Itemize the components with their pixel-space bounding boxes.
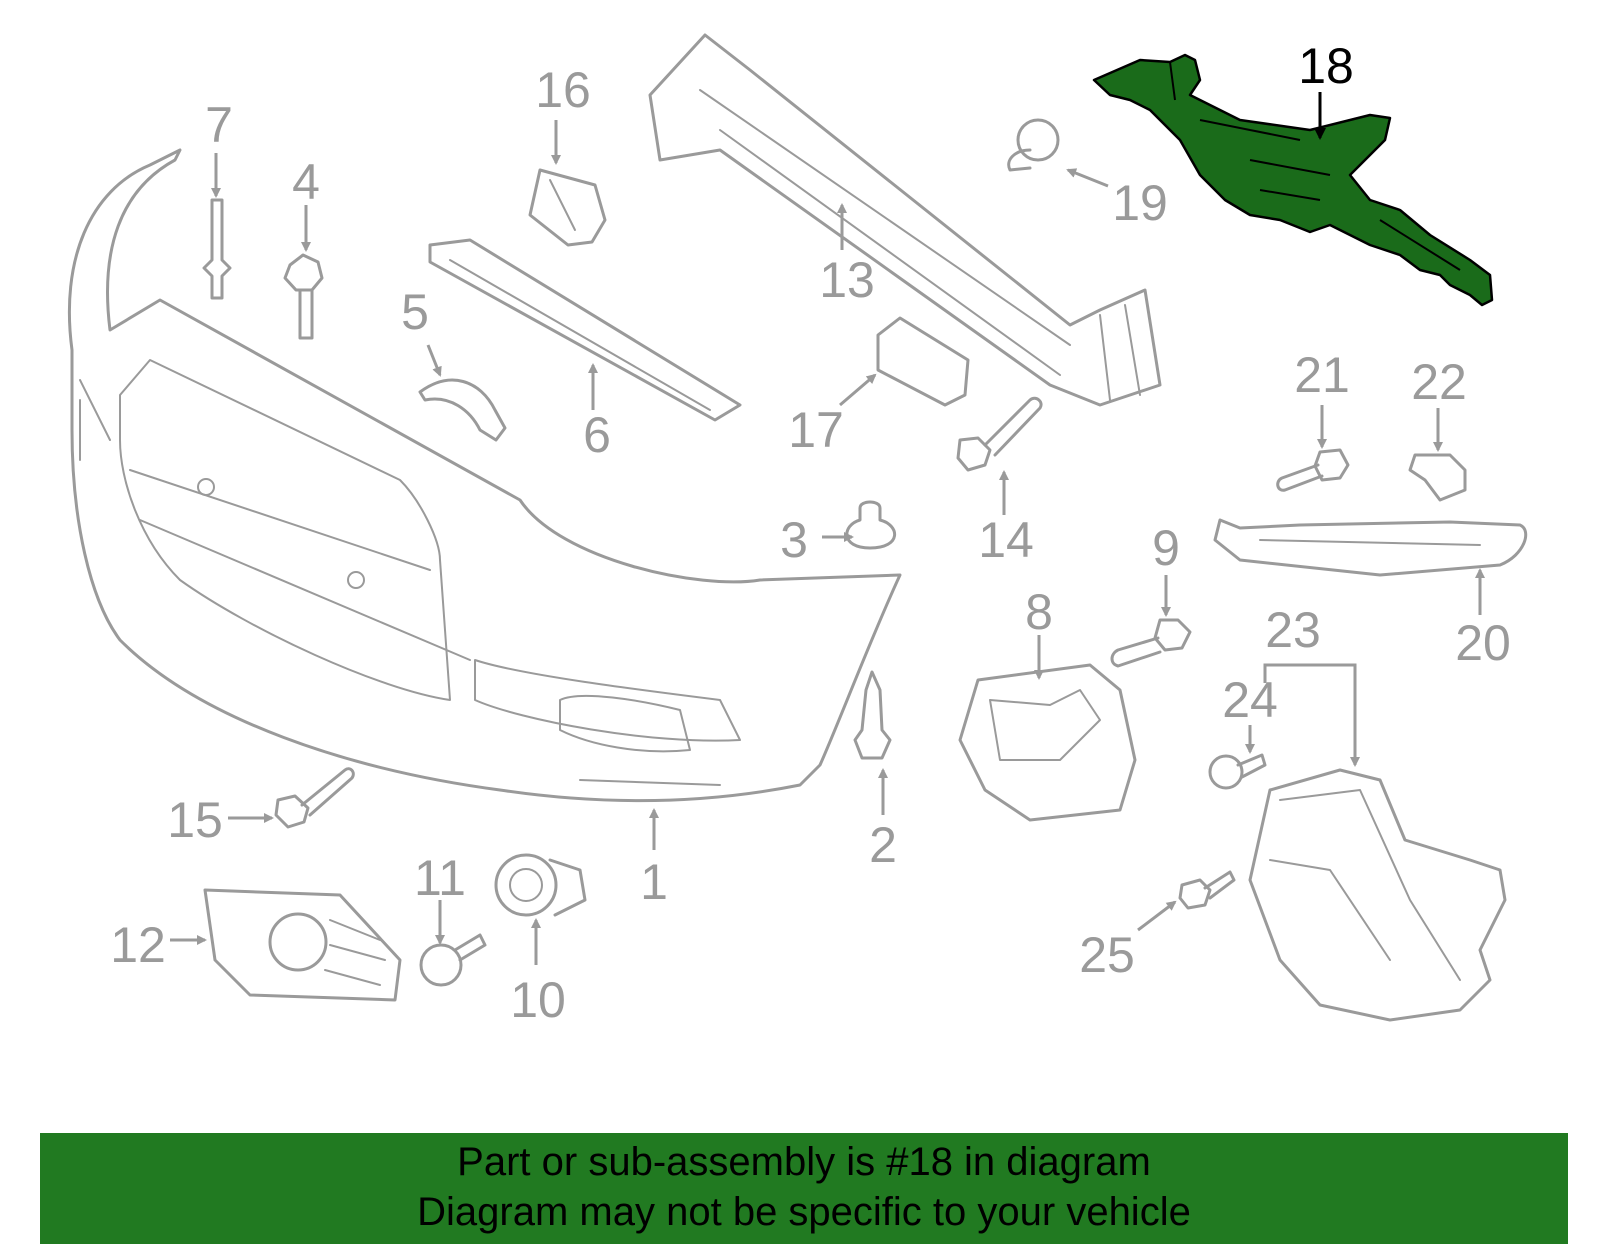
callout-9: 9 bbox=[1152, 520, 1180, 576]
callout-14: 14 bbox=[978, 512, 1034, 568]
callout-1: 1 bbox=[640, 854, 668, 910]
callout-10: 10 bbox=[510, 972, 566, 1028]
bezel-part-12 bbox=[203, 888, 402, 1002]
lamp-part-23 bbox=[1248, 768, 1507, 1022]
arrow-19 bbox=[1066, 168, 1109, 188]
bolt-part-9 bbox=[1110, 618, 1192, 668]
callout-17: 17 bbox=[788, 402, 844, 458]
banner-line-disclaimer: Diagram may not be specific to your vehi… bbox=[417, 1190, 1191, 1234]
clip-part-22 bbox=[1408, 453, 1467, 502]
callout-8: 8 bbox=[1025, 584, 1053, 640]
callout-3: 3 bbox=[780, 512, 808, 568]
leader-arrows bbox=[170, 92, 1485, 965]
callout-6: 6 bbox=[583, 407, 611, 463]
callout-11: 11 bbox=[414, 850, 466, 906]
callout-7: 7 bbox=[205, 97, 233, 153]
bolt-part-15 bbox=[274, 767, 355, 829]
bumper-cover-part bbox=[67, 148, 902, 803]
callout-24: 24 bbox=[1222, 672, 1278, 728]
cap-part-16 bbox=[528, 168, 607, 247]
callout-2: 2 bbox=[869, 817, 897, 873]
screw-part-11 bbox=[419, 933, 487, 987]
callout-21: 21 bbox=[1294, 347, 1350, 403]
info-banner: Part or sub-assembly is #18 in diagram D… bbox=[40, 1133, 1568, 1244]
arrow-17 bbox=[839, 373, 877, 407]
callout-16: 16 bbox=[535, 62, 591, 118]
rail-part-6 bbox=[428, 238, 742, 422]
sensor-part-10 bbox=[494, 853, 587, 917]
callout-20: 20 bbox=[1455, 615, 1511, 671]
bolt-part-21 bbox=[1276, 448, 1350, 492]
pin-part-7 bbox=[202, 198, 232, 300]
reinforcement-part-13 bbox=[648, 33, 1162, 407]
bolt-part-14 bbox=[956, 396, 1043, 472]
arrow-23 bbox=[1263, 663, 1360, 767]
strip-part-20 bbox=[1213, 518, 1528, 577]
screw-part-25 bbox=[1178, 870, 1236, 910]
bracket-part-5 bbox=[418, 378, 507, 442]
callout-13: 13 bbox=[819, 252, 875, 308]
callout-18: 18 bbox=[1298, 38, 1354, 94]
arrow-25 bbox=[1137, 900, 1177, 932]
callout-25: 25 bbox=[1079, 927, 1135, 983]
callout-12: 12 bbox=[110, 917, 166, 973]
callout-23: 23 bbox=[1265, 602, 1321, 658]
banner-line-part-number: Part or sub-assembly is #18 in diagram bbox=[457, 1140, 1151, 1184]
grommet-part-3 bbox=[845, 500, 897, 550]
callout-4: 4 bbox=[292, 154, 320, 210]
callout-labels: 1 2 3 4 5 6 7 8 9 10 11 12 13 14 15 16 1… bbox=[110, 38, 1511, 1028]
highlighted-part-18 bbox=[1092, 53, 1494, 307]
callout-22: 22 bbox=[1411, 354, 1467, 410]
clip-part-19 bbox=[1007, 118, 1060, 172]
callout-5: 5 bbox=[401, 284, 429, 340]
callout-15: 15 bbox=[167, 792, 223, 848]
bolt-part-4 bbox=[283, 253, 324, 340]
bracket-part-17 bbox=[876, 316, 970, 407]
bracket-part-8 bbox=[958, 663, 1137, 822]
clip-part-2 bbox=[853, 670, 892, 760]
callout-19: 19 bbox=[1112, 175, 1168, 231]
screw-part-24 bbox=[1208, 753, 1267, 790]
arrow-5 bbox=[426, 344, 442, 377]
